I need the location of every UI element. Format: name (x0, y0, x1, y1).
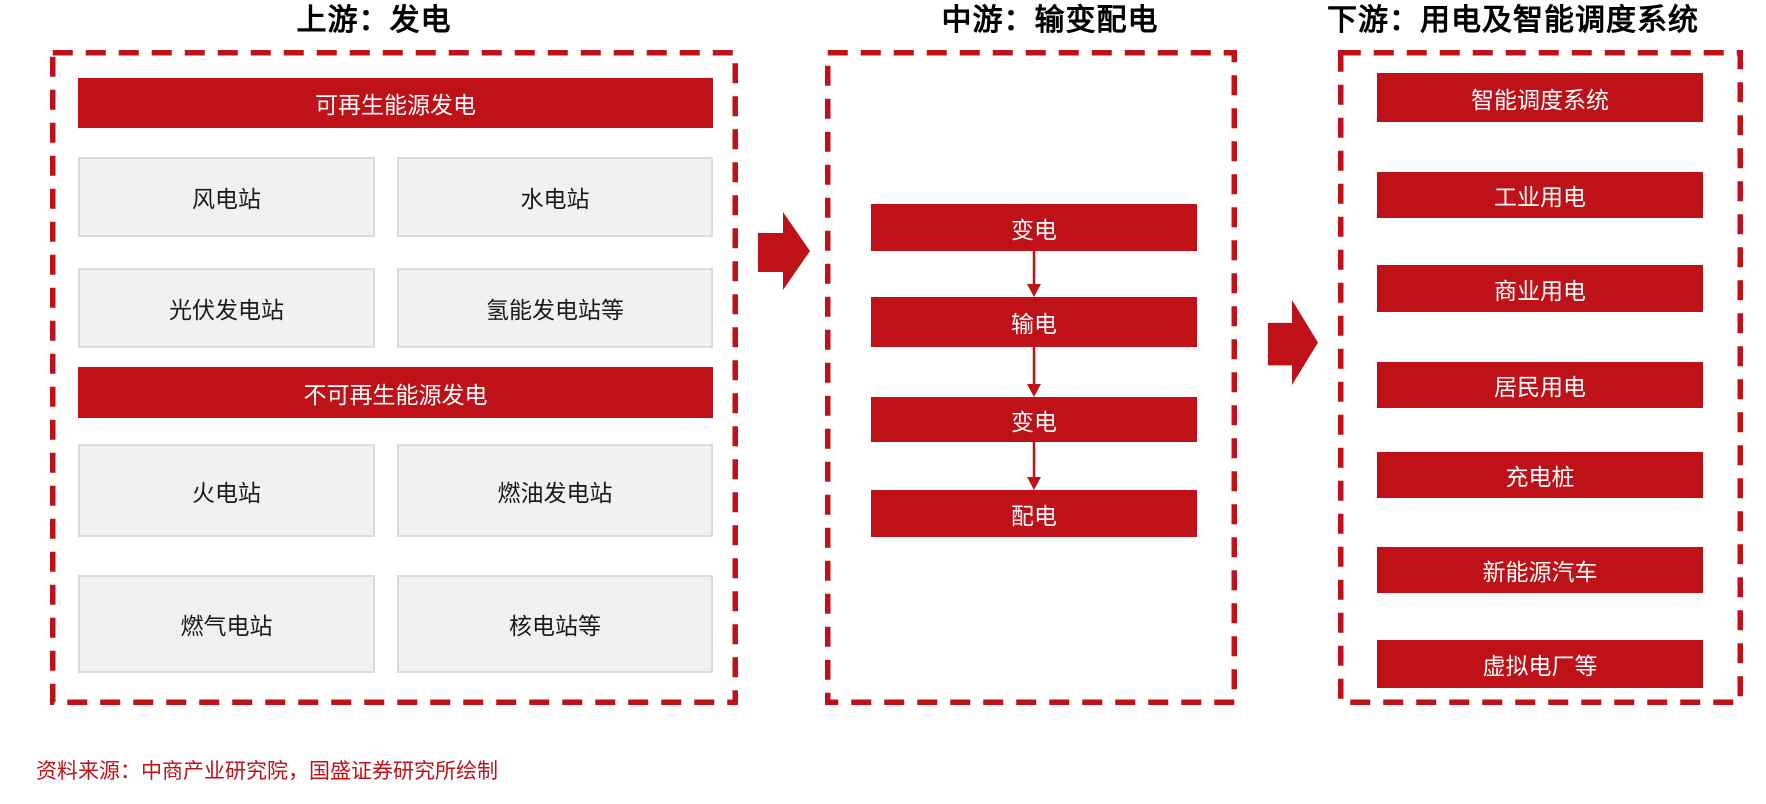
power-station-item: 风电站 (78, 157, 375, 237)
downstream-item-bar: 工业用电 (1377, 172, 1703, 218)
midstream-title: 中游：输变配电 (941, 4, 1159, 37)
upstream-section-box (50, 50, 738, 705)
power-station-item: 氢能发电站等 (397, 268, 713, 348)
downstream-item-bar: 商业用电 (1377, 265, 1703, 312)
down-arrow-icon (1026, 347, 1042, 402)
power-station-item: 火电站 (78, 444, 375, 537)
midstream-step-bar: 输电 (871, 297, 1197, 347)
down-arrow-icon (1026, 442, 1042, 495)
power-station-item: 燃气电站 (78, 575, 375, 673)
midstream-step-bar: 变电 (871, 204, 1197, 251)
midstream-step-bar: 配电 (871, 490, 1197, 537)
midstream-section-box (825, 50, 1237, 705)
downstream-section-box (1338, 50, 1743, 705)
dashed-border (825, 50, 1237, 705)
upstream-title: 上游：发电 (296, 4, 452, 37)
dashed-border (1338, 50, 1743, 705)
down-arrow-icon (1026, 251, 1042, 302)
right-arrow-icon (1268, 300, 1318, 385)
right-arrow-icon (758, 212, 810, 290)
downstream-item-bar: 充电桩 (1377, 452, 1703, 498)
source-note: 资料来源：中商产业研究院，国盛证券研究所绘制 (36, 760, 498, 783)
downstream-title: 下游：用电及智能调度系统 (1327, 4, 1699, 37)
downstream-item-bar: 虚拟电厂等 (1377, 640, 1703, 688)
power-station-item: 光伏发电站 (78, 268, 375, 348)
downstream-item-bar: 新能源汽车 (1377, 547, 1703, 593)
downstream-item-bar: 居民用电 (1377, 362, 1703, 408)
midstream-step-bar: 变电 (871, 397, 1197, 442)
renewable-header-bar: 可再生能源发电 (78, 78, 713, 128)
power-station-item: 燃油发电站 (397, 444, 713, 537)
power-station-item: 核电站等 (397, 575, 713, 673)
dashed-border (50, 50, 738, 705)
power-station-item: 水电站 (397, 157, 713, 237)
downstream-item-bar: 智能调度系统 (1377, 73, 1703, 122)
nonrenewable-header-bar: 不可再生能源发电 (78, 367, 713, 418)
